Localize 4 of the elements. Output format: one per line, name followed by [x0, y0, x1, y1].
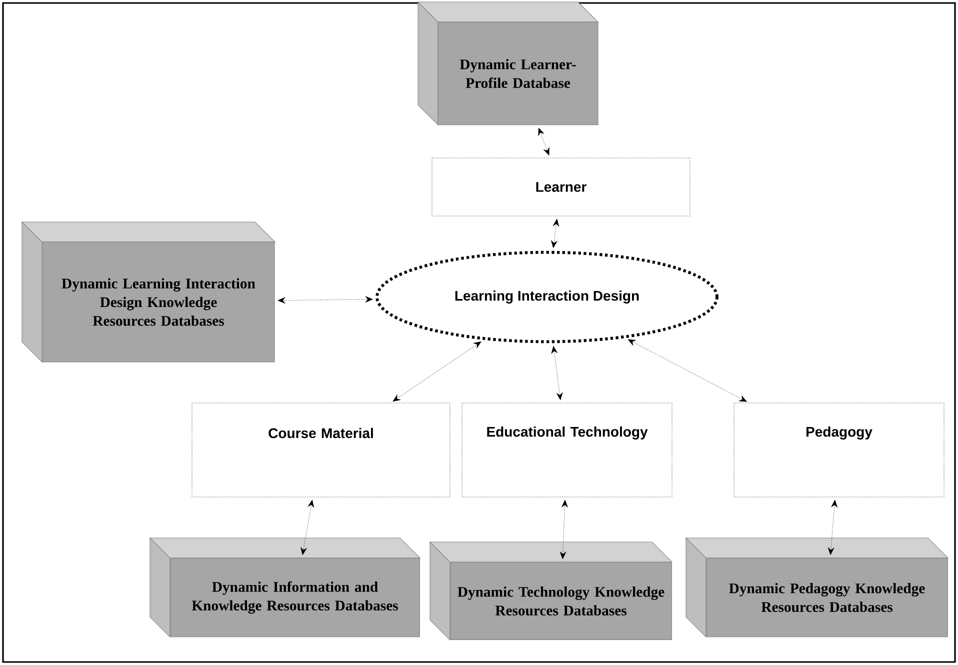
- text-box: Educational Technology: [462, 402, 672, 498]
- text-box: Learner: [432, 158, 690, 216]
- text-box: Pedagogy: [734, 402, 944, 498]
- text-box: Course Material: [192, 402, 450, 498]
